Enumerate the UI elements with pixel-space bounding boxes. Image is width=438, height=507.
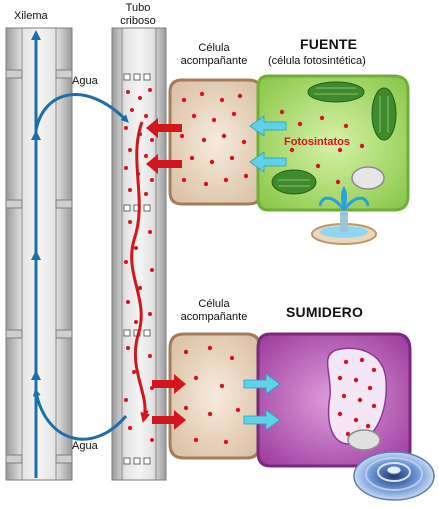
water-loop-top [34, 93, 129, 131]
loading-arrows [146, 115, 287, 174]
sink-title: SUMIDERO [286, 304, 364, 320]
chloroplasts [271, 81, 397, 195]
companion-cell-bottom-label: Célula acompañante [168, 298, 260, 324]
xylem-flow-arrowheads [31, 30, 41, 380]
companion-cell-top-label: Célula acompañante [168, 42, 260, 68]
companion-cell-top-label-line1: Célula [198, 42, 230, 54]
water-label-bottom: Agua [72, 440, 98, 452]
sieve-tube [111, 27, 167, 481]
sieve-tube-sugar-dots [124, 88, 154, 442]
source-subtitle: (célula fotosintética) [268, 55, 366, 67]
nucleus [351, 166, 385, 190]
companion-cell-top [168, 78, 264, 206]
companion-cell-bottom-label-line1: Célula [198, 298, 230, 310]
companion-cell-top-label-line2: acompañante [180, 55, 248, 67]
sieve-tube-label-line2: criboso [120, 15, 156, 27]
sieve-tube-label: Tubo criboso [112, 2, 164, 28]
companion-cell-bottom [168, 332, 262, 460]
xylem-label: Xilema [14, 10, 48, 22]
unloading-arrows [152, 373, 281, 431]
water-label-top: Agua [72, 75, 98, 87]
fountain-icon [311, 186, 377, 245]
source-cell [256, 74, 410, 212]
photosynthates-label: Fotosintatos [284, 136, 350, 148]
water-loop-bottom [32, 388, 128, 441]
source-title: FUENTE [300, 36, 358, 52]
phloem-flow-line [130, 121, 151, 423]
companion-cell-bottom-label-line2: acompañante [180, 311, 248, 323]
nucleus-sink [347, 429, 381, 451]
sieve-tube-label-line1: Tubo [125, 2, 151, 14]
sink-cell [256, 332, 412, 468]
drain-icon [353, 451, 435, 501]
sieve-plates [123, 73, 151, 465]
